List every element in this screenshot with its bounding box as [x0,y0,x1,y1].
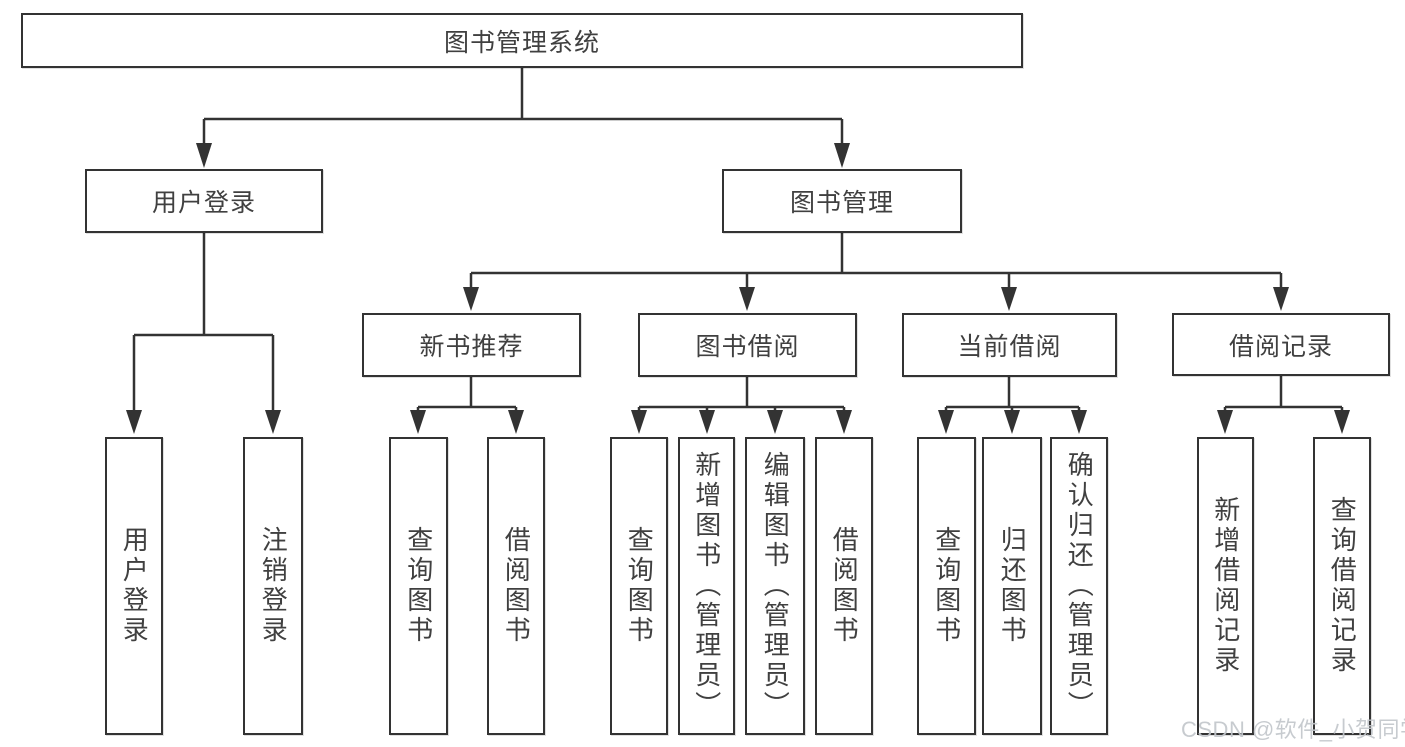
arrowhead-borrow-add [699,410,715,434]
arrowhead-newbook-query [410,410,426,434]
leaf-logout-label: 注销登录 [258,526,289,646]
connector-borrow-record-split [1217,375,1350,434]
connector-user-login-split [126,233,281,434]
node-root: 图书管理系统 [21,13,1023,68]
leaf-record-add-label: 新增借阅记录 [1210,496,1241,676]
leaf-current-confirm-admin: 确认归还（管理员） [1050,437,1108,735]
arrowhead-current-confirm [1071,410,1087,434]
leaf-record-query-label: 查询借阅记录 [1327,496,1358,676]
leaf-current-return: 归还图书 [982,437,1042,735]
leaf-borrow-edit-admin: 编辑图书（管理员） [745,437,805,735]
arrowhead-leaf-user-login [126,410,142,434]
watermark: CSDN @软件_小贺同学 [1181,717,1405,742]
arrowhead-user-login [196,143,212,168]
leaf-newbook-query-label: 查询图书 [403,526,434,646]
node-current-borrow: 当前借阅 [902,313,1117,377]
leaf-newbook-borrow: 借阅图书 [487,437,545,735]
leaf-borrow-edit-admin-label: 编辑图书（管理员） [760,451,791,721]
leaf-borrow-add-admin-label: 新增图书（管理员） [691,451,722,721]
arrowhead-current-query [938,410,954,434]
leaf-user-login: 用户登录 [105,437,163,735]
leaf-borrow-borrow-label: 借阅图书 [829,526,860,646]
arrowhead-borrow-borrow [836,410,852,434]
leaf-borrow-add-admin: 新增图书（管理员） [678,437,735,735]
arrowhead-record-query [1334,410,1350,434]
leaf-borrow-borrow: 借阅图书 [815,437,873,735]
node-book-mgmt: 图书管理 [722,169,962,233]
leaf-logout: 注销登录 [243,437,303,735]
leaf-current-confirm-admin-label: 确认归还（管理员） [1064,451,1095,721]
arrowhead-new-book [463,287,479,311]
arrowhead-current-return [1004,410,1020,434]
node-borrow-record: 借阅记录 [1172,313,1390,376]
leaf-current-return-label: 归还图书 [997,526,1028,646]
arrowhead-borrow-record [1273,287,1289,311]
arrowhead-leaf-logout [265,410,281,434]
arrowhead-borrow-edit [767,410,783,434]
leaf-record-query: 查询借阅记录 [1313,437,1371,735]
leaf-newbook-query: 查询图书 [389,437,448,735]
leaf-borrow-query: 查询图书 [610,437,668,735]
node-new-book: 新书推荐 [362,313,581,377]
leaf-current-query: 查询图书 [917,437,976,735]
connector-new-book-split [410,377,524,434]
connector-current-borrow-split [938,377,1087,434]
leaf-current-query-label: 查询图书 [931,526,962,646]
arrowhead-current-borrow [1001,287,1017,311]
leaf-record-add: 新增借阅记录 [1197,437,1254,735]
node-book-borrow: 图书借阅 [638,313,857,377]
arrowhead-borrow-query [631,410,647,434]
arrowhead-book-mgmt [834,143,850,168]
connector-book-borrow-split [631,377,852,434]
arrowhead-record-add [1217,410,1233,434]
connector-root-to-level2 [196,68,850,168]
arrowhead-book-borrow [739,287,755,311]
connector-book-mgmt-split [463,233,1289,311]
arrowhead-newbook-borrow [508,410,524,434]
leaf-newbook-borrow-label: 借阅图书 [501,526,532,646]
node-user-login: 用户登录 [85,169,323,233]
leaf-borrow-query-label: 查询图书 [624,526,655,646]
leaf-user-login-label: 用户登录 [119,526,150,646]
